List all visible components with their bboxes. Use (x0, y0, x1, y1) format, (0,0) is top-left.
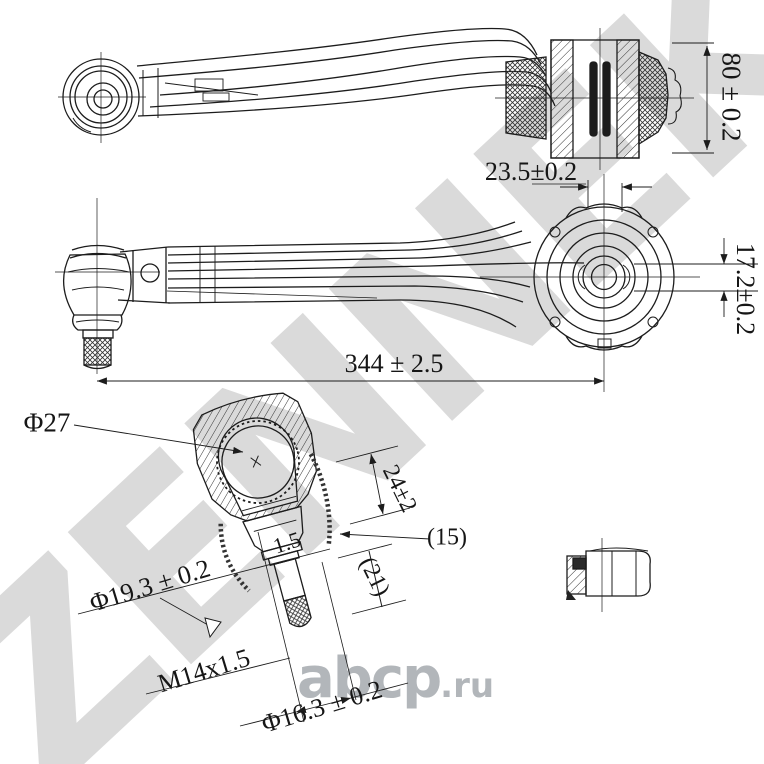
section-dim-lines (73, 424, 431, 727)
clamp-bolt-hole (140, 263, 160, 283)
bushing-pin (602, 61, 611, 137)
dim-80-lines (672, 42, 714, 154)
bushing-assembly (495, 28, 694, 170)
bushing-pin (589, 61, 598, 137)
stud-shank (273, 557, 306, 602)
ball-section (221, 425, 295, 499)
dim-17-2-lines (634, 238, 758, 317)
stud-thread-section (283, 594, 312, 628)
dim-344-label: 344 ± 2.5 (344, 349, 444, 378)
side-view (55, 174, 758, 392)
ref-15-label: (15) (427, 524, 467, 551)
dim-17-2-label: 17.2±0.2 (731, 242, 760, 336)
top-view (58, 27, 714, 170)
dim-23-5-label: 23.5±0.2 (484, 157, 578, 186)
lock-nut (566, 538, 651, 612)
housing-section (192, 392, 318, 522)
dim-80-label: 80 ± 0.2 (716, 52, 747, 142)
ball-joint-side (62, 244, 132, 370)
nylon-insert (572, 557, 587, 570)
stud-thread-side (83, 337, 112, 366)
snap-ring-left (218, 523, 251, 593)
arm-side-profile (166, 221, 585, 328)
bushing-ring-end (480, 174, 700, 392)
abcp-logo-tld: .ru (440, 666, 495, 706)
dim-23-5-lines (532, 180, 652, 212)
section-view (192, 392, 332, 628)
ball-joint-boss-outer (62, 58, 140, 136)
dia-27-label: Φ27 (23, 407, 71, 438)
arm-top-profile (136, 27, 556, 118)
